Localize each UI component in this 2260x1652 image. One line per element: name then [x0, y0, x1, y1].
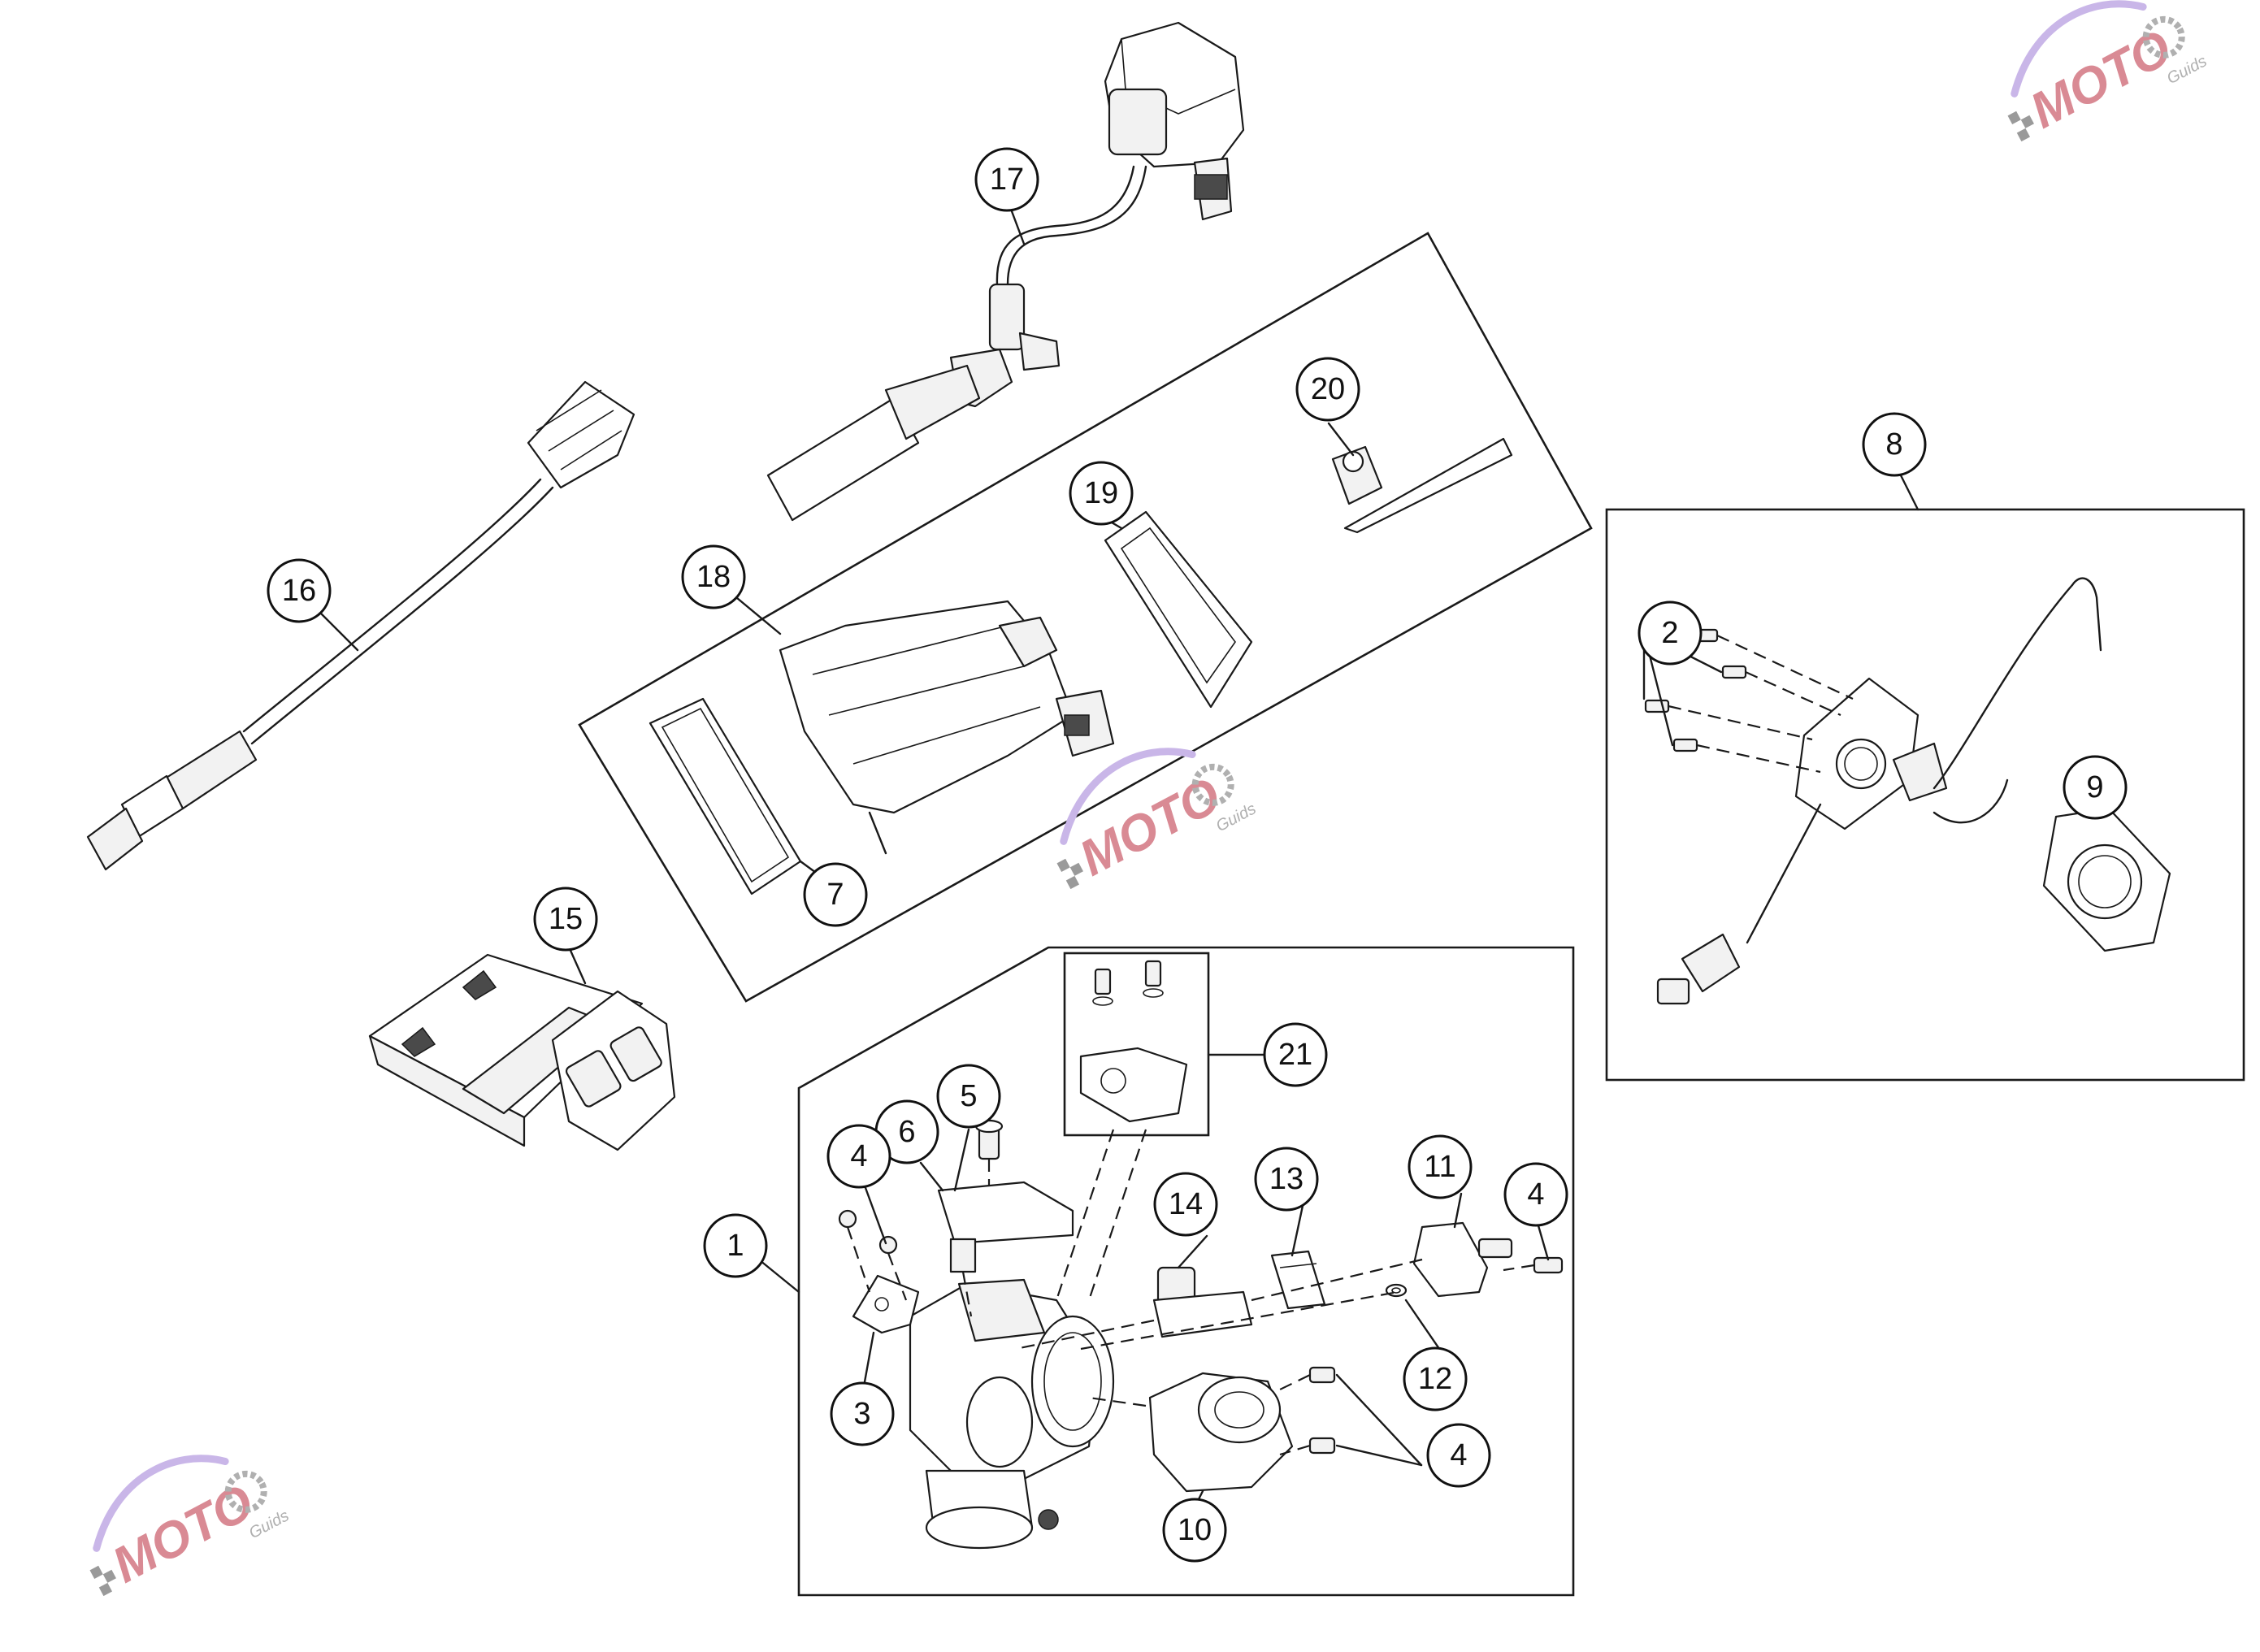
sensor-assembly-17	[766, 21, 1245, 522]
strainer-20	[1331, 437, 1513, 534]
callout-4-left: 4	[826, 1124, 891, 1189]
callout-3-label: 3	[853, 1397, 870, 1431]
flange-seal-9	[2042, 807, 2171, 952]
callout-8: 8	[1862, 412, 1927, 477]
callout-5-label: 5	[960, 1079, 977, 1113]
callout-21-label: 21	[1278, 1038, 1312, 1072]
callout-1: 1	[703, 1213, 768, 1278]
watermark-checker	[1056, 858, 1083, 890]
callout-8-label: 8	[1885, 427, 1902, 462]
callout-6-label: 6	[898, 1115, 915, 1149]
watermark-bottom-left: MOTO Guids	[89, 1455, 292, 1597]
callout-15-label: 15	[549, 902, 583, 936]
callout-7-label: 7	[826, 878, 844, 912]
idle-valve-11	[1412, 1221, 1513, 1298]
watermark-top-right: MOTO Guids	[2007, 0, 2210, 142]
callout-9-label: 9	[2086, 770, 2103, 804]
screws-4-duct	[1279, 1366, 1336, 1456]
callout-14: 14	[1153, 1172, 1218, 1237]
callout-4-duct: 4	[1426, 1423, 1491, 1488]
callout-19: 19	[1069, 461, 1134, 526]
callout-19-label: 19	[1084, 476, 1118, 510]
throttle-body-1	[909, 1278, 1115, 1550]
ecu-15	[368, 953, 676, 1151]
callout-7: 7	[803, 862, 868, 927]
callout-13-label: 13	[1269, 1162, 1304, 1196]
group-frame-8	[1605, 508, 2245, 1082]
callout-10-label: 10	[1178, 1513, 1212, 1547]
callout-16-label: 16	[282, 574, 316, 608]
callout-4-right-label: 4	[1527, 1177, 1544, 1212]
flange-gasket-19	[1104, 510, 1253, 709]
group-frame-18	[578, 232, 1593, 1003]
callout-14-label: 14	[1169, 1187, 1203, 1221]
callout-17: 17	[974, 147, 1039, 212]
callout-10: 10	[1162, 1498, 1227, 1563]
callout-18: 18	[681, 544, 746, 609]
watermark-arc	[93, 1455, 229, 1552]
watermark-checker	[2007, 111, 2034, 142]
callout-15: 15	[533, 887, 598, 952]
watermark-checker	[89, 1565, 116, 1597]
callout-4-left-label: 4	[850, 1139, 867, 1173]
callout-5: 5	[936, 1064, 1001, 1129]
callout-3: 3	[830, 1381, 895, 1446]
callout-12: 12	[1403, 1346, 1468, 1411]
screw-4-right	[1503, 1256, 1564, 1274]
group-frame-21	[1063, 952, 1210, 1137]
bracket-3	[852, 1274, 920, 1334]
watermark-arc	[1060, 748, 1196, 845]
watermark-center: MOTO Guids	[1056, 748, 1259, 890]
callout-20: 20	[1295, 357, 1360, 422]
group-frame-1	[797, 946, 1575, 1597]
callout-11-label: 11	[1424, 1150, 1455, 1184]
injector-14	[1015, 1266, 1253, 1351]
callout-17-label: 17	[990, 163, 1024, 197]
callout-13: 13	[1254, 1147, 1319, 1212]
callout-4-duct-label: 4	[1450, 1438, 1467, 1472]
screw-5	[974, 1119, 1004, 1186]
callout-2: 2	[1638, 601, 1703, 666]
callout-16: 16	[267, 558, 332, 623]
map-sensor-6	[937, 1181, 1074, 1317]
callout-6: 6	[874, 1099, 939, 1164]
callout-2-label: 2	[1661, 616, 1678, 650]
callout-12-label: 12	[1418, 1362, 1452, 1396]
fuel-pump-18	[779, 600, 1115, 855]
callout-21: 21	[1263, 1022, 1328, 1087]
callout-9: 9	[2063, 755, 2128, 820]
hose-dash-lines	[1080, 1258, 1423, 1351]
air-duct-10	[1088, 1372, 1294, 1493]
callout-20-label: 20	[1311, 372, 1345, 406]
fuel-level-sender-8	[1656, 577, 2102, 1005]
callout-4-right: 4	[1503, 1162, 1568, 1227]
watermark-arc	[2011, 0, 2147, 98]
callout-1-label: 1	[727, 1229, 744, 1263]
oxygen-sensor-16	[86, 380, 635, 871]
clip-13	[1270, 1250, 1326, 1310]
callout-11: 11	[1408, 1134, 1473, 1199]
callout-18-label: 18	[696, 560, 731, 594]
gasket-7	[649, 697, 802, 895]
tps-sensor-21	[1055, 960, 1188, 1301]
